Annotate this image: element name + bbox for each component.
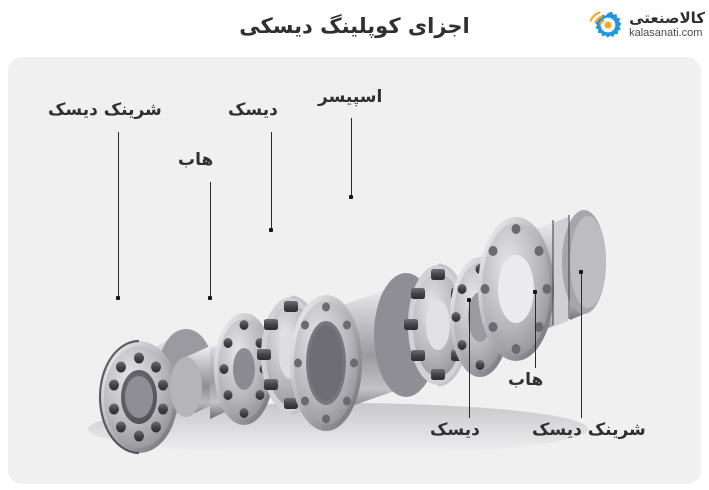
leader-dot-spacer bbox=[349, 195, 353, 199]
page-title: اجزای کوپلینگ دیسکی bbox=[239, 14, 470, 38]
callout-label-spacer: اسپیسر bbox=[318, 87, 383, 107]
leader-dot-disc-top bbox=[269, 228, 273, 232]
callout-label-hub-right: هاب bbox=[508, 370, 544, 390]
leader-line-disc-bottom bbox=[469, 300, 470, 418]
leader-dot-hub-right bbox=[533, 290, 537, 294]
leader-dot-shrink-disc-right bbox=[579, 270, 583, 274]
brand-name-en: kalasanati.com bbox=[629, 27, 703, 39]
brand-text: کالاصنعتی kalasanati.com bbox=[629, 11, 705, 39]
page-header: اجزای کوپلینگ دیسکی کالاصنعتی kalasanati… bbox=[0, 0, 709, 57]
leader-dot-shrink-disc-left bbox=[116, 296, 120, 300]
callout-label-hub-left: هاب bbox=[178, 150, 214, 170]
part-shrink-disc-right bbox=[478, 210, 606, 361]
leader-line-shrink-disc-left bbox=[118, 132, 119, 298]
leader-line-spacer bbox=[351, 118, 352, 197]
leader-line-hub-right bbox=[535, 292, 536, 368]
brand-name-fa: کالاصنعتی bbox=[629, 9, 705, 27]
part-hub-left bbox=[170, 313, 274, 425]
bolt-circle-left bbox=[109, 352, 168, 442]
leader-line-shrink-disc-right bbox=[581, 272, 582, 418]
gear-wifi-logo-icon bbox=[586, 5, 626, 45]
disc-coupling-illustration bbox=[88, 210, 606, 455]
callout-label-disc-top: دیسک bbox=[228, 100, 278, 120]
leader-dot-hub-left bbox=[208, 296, 212, 300]
diagram-card: شرینک دیسک هاب دیسک اسپیسر دیسک هاب شرین… bbox=[8, 57, 701, 484]
part-disc-right bbox=[404, 263, 472, 387]
callout-label-disc-bottom: دیسک bbox=[430, 420, 480, 440]
part-shrink-disc-left bbox=[98, 329, 213, 455]
leader-line-disc-top bbox=[271, 132, 272, 230]
brand-logo[interactable]: کالاصنعتی kalasanati.com bbox=[586, 4, 705, 46]
leader-line-hub-left bbox=[210, 182, 211, 298]
leader-dot-disc-bottom bbox=[467, 298, 471, 302]
callout-label-shrink-disc-right: شرینک دیسک bbox=[532, 420, 646, 440]
callout-label-shrink-disc-left: شرینک دیسک bbox=[48, 100, 162, 120]
